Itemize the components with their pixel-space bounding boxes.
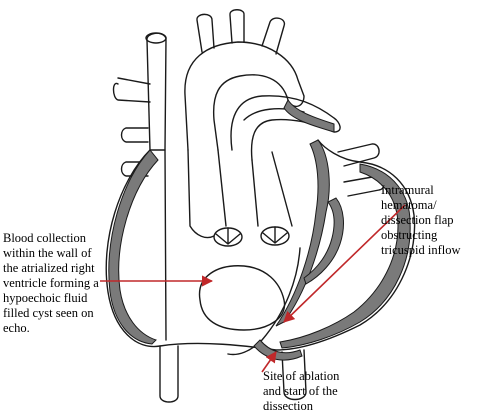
left-subclavian-artery — [262, 18, 284, 54]
label-line: Site of ablation — [263, 369, 339, 384]
pulmonary-outflow-left — [252, 160, 258, 226]
brachiocephalic-artery — [197, 14, 214, 52]
label-line: within the wall of — [3, 246, 99, 261]
label-line: obstructing — [381, 228, 461, 243]
label-line: echo. — [3, 321, 99, 336]
ascending-aorta-right — [218, 150, 226, 226]
label-line: Intramural — [381, 183, 461, 198]
right-atrial-wall-fill — [109, 150, 158, 344]
label-line: ventricle forming a — [3, 276, 99, 291]
label-line: hypoechoic fluid — [3, 291, 99, 306]
pulmonary-outflow-right — [272, 152, 292, 226]
atrialized-rv-cyst — [200, 266, 285, 330]
pulmonary-vein-1 — [122, 128, 149, 142]
label-intramural-hematoma: Intramural hematoma/ dissection flap obs… — [381, 183, 461, 258]
label-line: Blood collection — [3, 231, 99, 246]
label-blood-collection: Blood collection within the wall of the … — [3, 231, 99, 336]
label-line: tricuspid inflow — [381, 243, 461, 258]
label-line: hematoma/ — [381, 198, 461, 213]
label-line: dissection — [263, 399, 339, 410]
inferior-vena-cava — [160, 346, 178, 402]
label-ablation-site: Site of ablation and start of the dissec… — [263, 369, 339, 410]
left-carotid-artery — [230, 10, 244, 43]
right-pulmonary-artery — [114, 78, 151, 102]
pulmonary-wall-fill — [284, 100, 334, 132]
label-line: and start of the — [263, 384, 339, 399]
ventricular-septum — [228, 248, 300, 354]
ascending-aorta-left — [188, 150, 214, 238]
label-line: dissection flap — [381, 213, 461, 228]
right-atrium-wall — [165, 150, 166, 340]
label-line: the atrialized right — [3, 261, 99, 276]
superior-vena-cava — [147, 33, 166, 150]
pulmonary-vein-3 — [338, 144, 379, 166]
label-line: filled cyst seen on — [3, 306, 99, 321]
aortic-arch — [185, 42, 304, 150]
